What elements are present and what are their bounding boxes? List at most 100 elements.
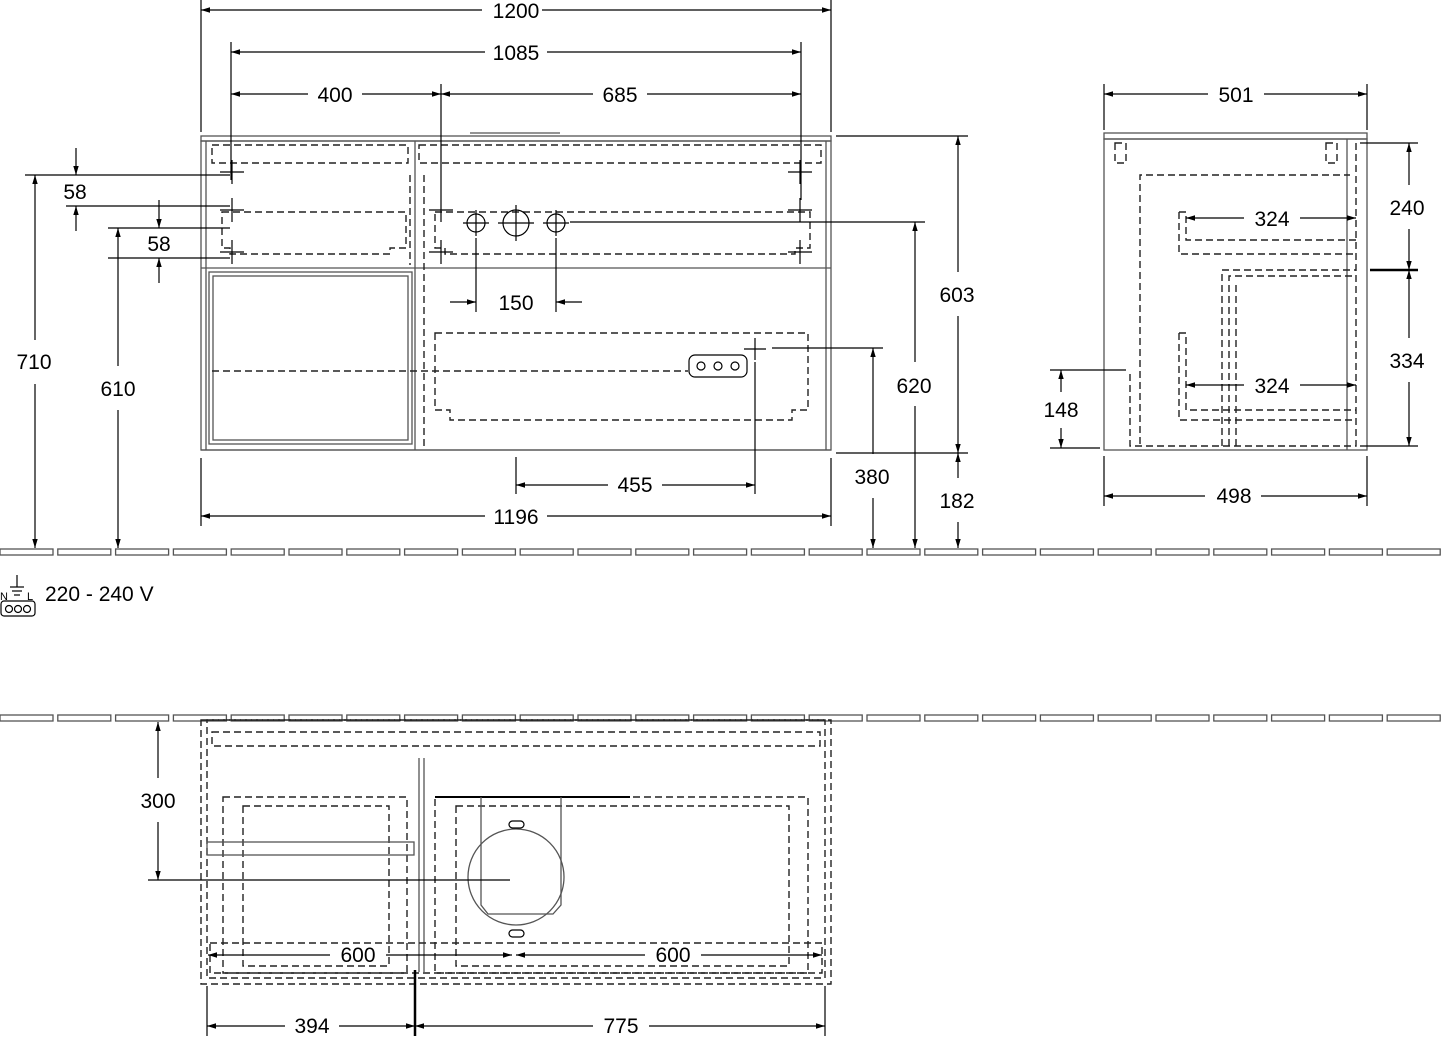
strip-tile xyxy=(924,548,979,556)
strip-tile xyxy=(172,714,228,722)
front-lower-drawer xyxy=(434,332,809,421)
strip-tile xyxy=(519,548,574,556)
strip-tile xyxy=(1386,548,1441,556)
front-countertop xyxy=(200,135,832,142)
strip-tile xyxy=(1270,714,1326,722)
strip-tile xyxy=(114,714,170,722)
strip-tile xyxy=(1155,714,1210,722)
dim-150: 150 xyxy=(498,292,533,315)
dim-775: 775 xyxy=(603,1015,638,1038)
strip-tile xyxy=(981,714,1037,722)
strip-tile xyxy=(288,548,343,556)
strip-tile xyxy=(0,714,54,722)
strip-tile xyxy=(461,548,517,556)
dim-1085: 1085 xyxy=(493,42,540,65)
dim-334: 334 xyxy=(1389,350,1424,373)
dim-324-top: 324 xyxy=(1254,208,1289,231)
dim-400: 400 xyxy=(317,84,352,107)
strip-tile xyxy=(403,714,459,722)
dim-240: 240 xyxy=(1389,197,1424,220)
dim-324-bottom: 324 xyxy=(1254,375,1289,398)
strip-tile xyxy=(1155,548,1210,556)
dim-501: 501 xyxy=(1218,84,1253,107)
strip-tile xyxy=(114,548,170,556)
dim-685: 685 xyxy=(602,84,637,107)
socket-label-n: N xyxy=(0,591,8,603)
power-socket-icon: N L xyxy=(0,575,36,617)
strip-tile xyxy=(461,714,517,722)
strip-tile xyxy=(924,714,979,722)
dim-182: 182 xyxy=(939,490,974,513)
earth-ground-icon xyxy=(10,575,24,596)
side-carcass xyxy=(1103,138,1368,451)
floor-strip xyxy=(0,548,1441,556)
dim-58-b: 58 xyxy=(147,233,170,256)
strip-tile xyxy=(230,714,285,722)
strip-tile xyxy=(1386,714,1441,722)
wall-strip xyxy=(0,714,1441,722)
dim-610: 610 xyxy=(100,378,135,401)
front-left-drawer xyxy=(221,211,407,255)
strip-tile xyxy=(635,714,690,722)
socket-outlet xyxy=(688,338,766,378)
strip-tile xyxy=(635,548,690,556)
strip-tile xyxy=(866,548,921,556)
strip-tile xyxy=(57,714,112,722)
dim-455: 455 xyxy=(617,474,652,497)
strip-tile xyxy=(230,548,285,556)
strip-tile xyxy=(346,714,401,722)
strip-tile xyxy=(1328,714,1384,722)
strip-tile xyxy=(577,714,632,722)
dim-620: 620 xyxy=(896,375,931,398)
dim-300: 300 xyxy=(140,790,175,813)
dim-600-right: 600 xyxy=(655,944,690,967)
dimension-lines xyxy=(25,0,1418,1036)
dim-380: 380 xyxy=(854,466,889,489)
strip-tile xyxy=(750,714,806,722)
strip-tile xyxy=(1270,548,1326,556)
strip-tile xyxy=(0,548,54,556)
front-right-drawer xyxy=(434,211,811,255)
dim-148: 148 xyxy=(1043,399,1078,422)
strip-tile xyxy=(1213,548,1268,556)
strip-tile xyxy=(403,548,459,556)
dim-1200: 1200 xyxy=(493,0,540,23)
strip-tile xyxy=(1039,714,1095,722)
strip-tile xyxy=(1328,548,1384,556)
strip-tile xyxy=(981,548,1037,556)
side-view xyxy=(1103,132,1418,451)
strip-tile xyxy=(1039,548,1095,556)
strip-tile xyxy=(519,714,574,722)
plan-outline xyxy=(200,719,832,985)
dim-58-a: 58 xyxy=(63,181,86,204)
plan-basin-siphon xyxy=(467,797,565,938)
strip-tile xyxy=(1097,714,1152,722)
voltage-label: 220 - 240 V xyxy=(45,583,154,606)
strip-tile xyxy=(288,714,343,722)
dim-600-left: 600 xyxy=(340,944,375,967)
strip-tile xyxy=(750,548,806,556)
front-view xyxy=(200,132,832,451)
tap-holes xyxy=(463,205,569,241)
strip-tile xyxy=(1097,548,1152,556)
strip-tile xyxy=(1213,714,1268,722)
top-view xyxy=(200,719,832,1036)
dim-710: 710 xyxy=(16,351,51,374)
strip-tile xyxy=(346,548,401,556)
strip-tile xyxy=(866,714,921,722)
dim-394: 394 xyxy=(294,1015,329,1038)
dim-498: 498 xyxy=(1216,485,1251,508)
dim-603: 603 xyxy=(939,284,974,307)
strip-tile xyxy=(808,548,863,556)
strip-tile xyxy=(577,548,632,556)
strip-tile xyxy=(172,548,228,556)
front-left-door xyxy=(208,271,413,445)
dim-1196: 1196 xyxy=(493,506,538,529)
socket-label-l: L xyxy=(27,591,33,603)
dimension-labels: 1200 1085 400 685 58 58 710 610 150 455 … xyxy=(16,0,1424,1038)
strip-tile xyxy=(692,548,748,556)
strip-tile xyxy=(57,548,112,556)
strip-tile xyxy=(808,714,863,722)
strip-tile xyxy=(692,714,748,722)
